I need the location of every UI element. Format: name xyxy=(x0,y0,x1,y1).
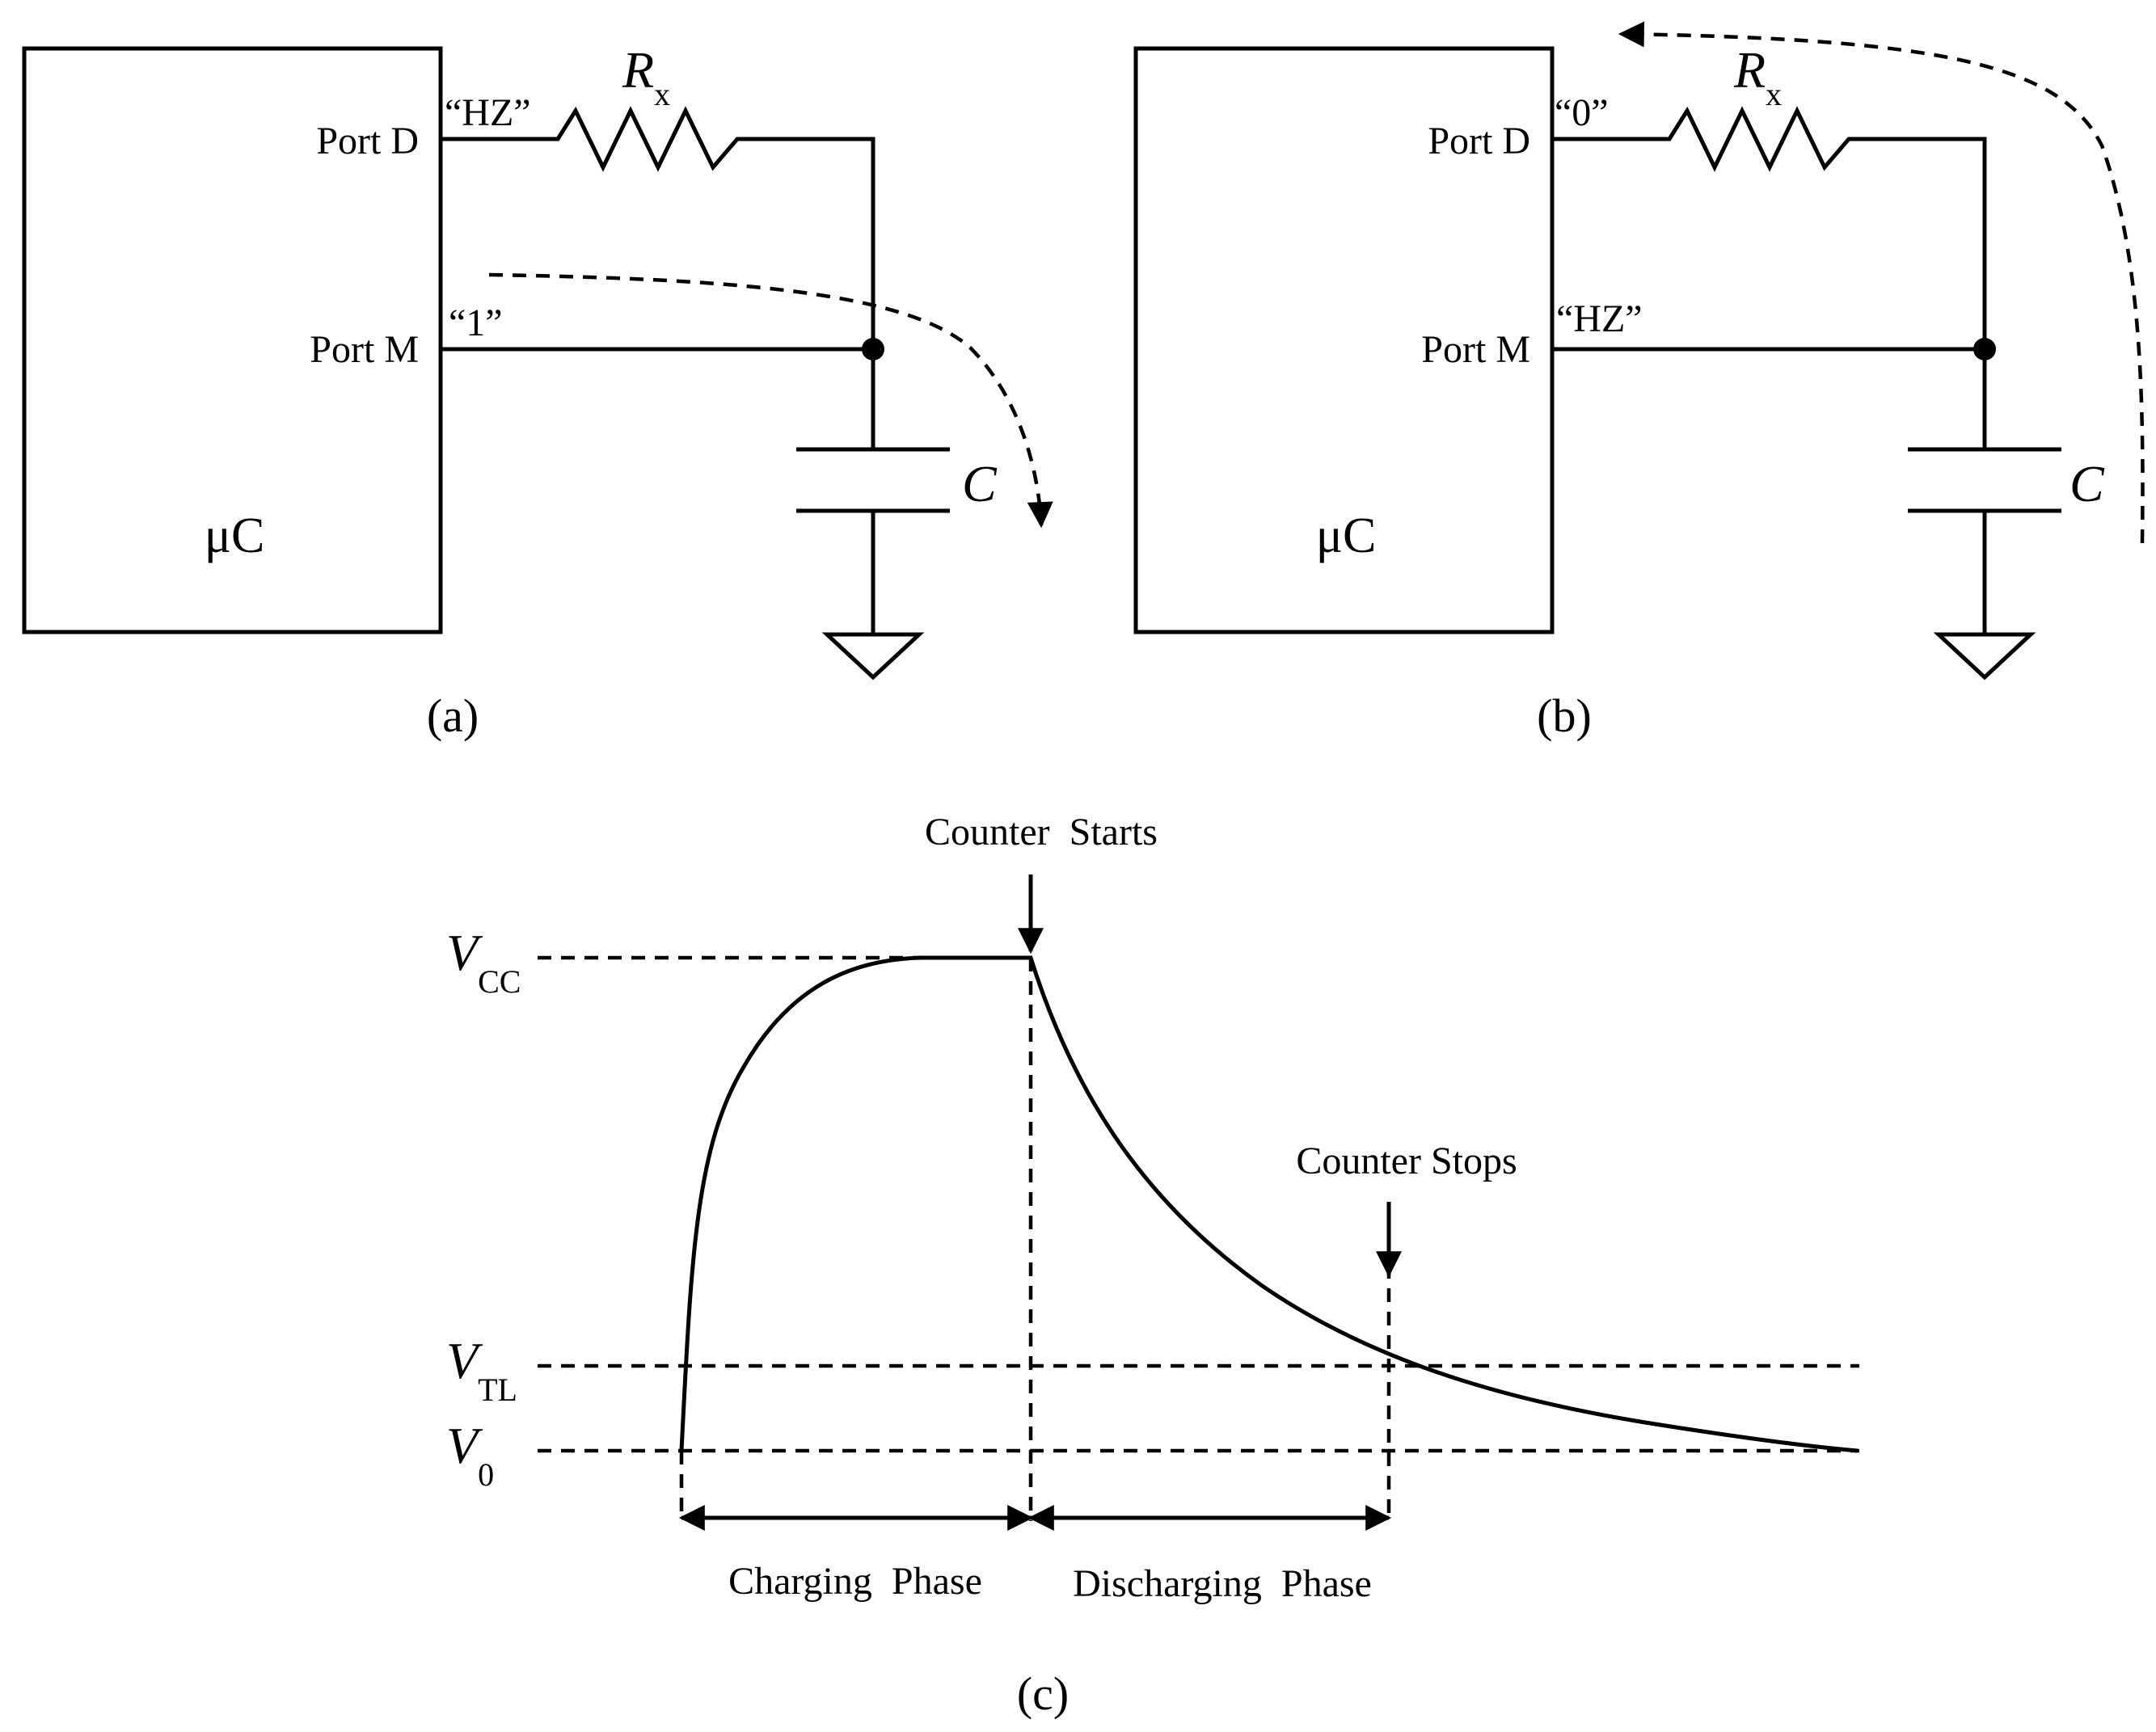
counter-starts-label: Counter Starts xyxy=(925,811,1158,853)
mcu-box xyxy=(22,46,443,634)
mcu-label: μC xyxy=(1316,508,1377,563)
mcu-box xyxy=(1133,46,1555,634)
capacitor-label: C xyxy=(2070,455,2105,512)
current-flow-arrow xyxy=(1618,21,2145,544)
panel-a-caption: (a) xyxy=(427,689,479,742)
panel-a: μC Port D Port M “HZ” “1” Rx C (a) xyxy=(22,41,1053,742)
discharging-phase-label: Discharging Phase xyxy=(1073,1562,1372,1605)
capacitor-c xyxy=(796,349,950,634)
panel-b-caption: (b) xyxy=(1537,689,1592,742)
v0-label: V0 xyxy=(446,1417,494,1493)
port-m-state: “1” xyxy=(449,301,503,344)
resistor-rx xyxy=(441,106,875,349)
vtl-label: VTL xyxy=(446,1332,517,1408)
capacitor-c xyxy=(1908,349,2061,634)
port-d-label: Port D xyxy=(1428,120,1530,162)
charging-phase-label: Charging Phase xyxy=(728,1560,982,1603)
ground-symbol xyxy=(1933,632,2036,681)
vcc-label: VCC xyxy=(446,924,521,1000)
resistor-label: Rx xyxy=(622,41,670,112)
port-d-state: “HZ” xyxy=(445,91,531,134)
port-m-state: “HZ” xyxy=(1556,297,1643,340)
capacitor-label: C xyxy=(962,455,998,512)
port-m-label: Port M xyxy=(310,328,419,371)
resistor-label: Rx xyxy=(1733,41,1782,112)
voltage-curve xyxy=(679,955,1859,1453)
port-d-label: Port D xyxy=(316,120,419,162)
resistor-rx xyxy=(1552,106,1987,349)
panel-c: VCC VTL V0 Counter Starts Counter Stops … xyxy=(446,811,1859,1720)
counter-stops-label: Counter Stops xyxy=(1296,1140,1517,1182)
ground-symbol xyxy=(821,632,925,681)
current-flow-arrow xyxy=(488,272,1053,529)
mcu-label: μC xyxy=(205,508,265,563)
panel-c-caption: (c) xyxy=(1017,1667,1069,1720)
port-d-state: “0” xyxy=(1555,91,1609,134)
panel-b: μC Port D Port M “0” “HZ” Rx C (b) xyxy=(1133,21,2145,742)
port-m-label: Port M xyxy=(1421,328,1530,371)
